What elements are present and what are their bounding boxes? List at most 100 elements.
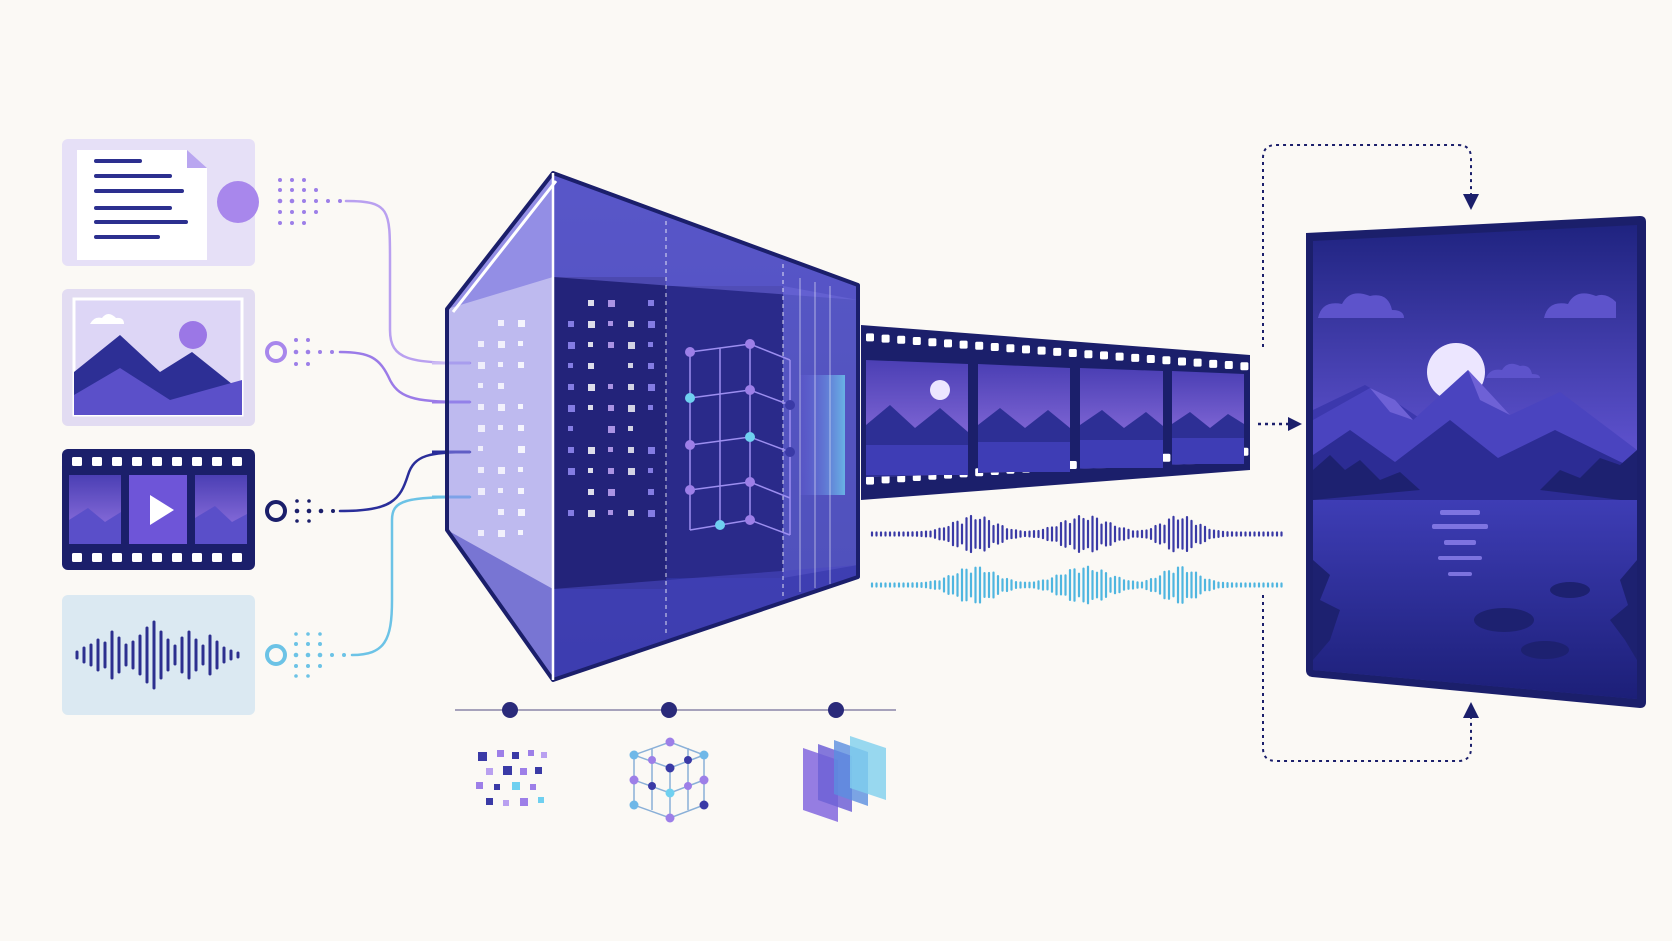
sprocket-hole xyxy=(897,335,906,344)
token-square xyxy=(628,405,635,412)
text-connector xyxy=(344,199,472,365)
text-badge-icon xyxy=(217,181,259,223)
token-square xyxy=(568,426,573,431)
token-square xyxy=(498,320,504,326)
token-square xyxy=(568,321,574,327)
sprocket-hole xyxy=(1240,362,1249,371)
token-square xyxy=(648,468,653,473)
sprocket-hole xyxy=(1053,347,1062,356)
sprocket-hole xyxy=(928,338,937,347)
token-square xyxy=(628,342,635,349)
document-icon xyxy=(77,150,207,260)
token-square xyxy=(628,363,633,368)
token-square xyxy=(648,405,653,410)
stage-1-marker xyxy=(502,702,518,718)
audio-dot-trail xyxy=(265,632,346,678)
sprocket-hole xyxy=(1193,358,1202,367)
token-square xyxy=(608,384,613,389)
moon-reflection xyxy=(1432,510,1488,576)
sprocket-hole xyxy=(1131,353,1140,362)
token-square xyxy=(568,510,574,516)
sprocket-hole xyxy=(959,340,968,349)
sprocket-hole xyxy=(881,475,890,484)
sprocket-hole xyxy=(866,333,874,342)
sprocket-hole xyxy=(1115,352,1124,361)
token-square xyxy=(588,300,594,306)
sprocket-hole xyxy=(1084,350,1093,359)
sprocket-hole xyxy=(1224,361,1233,370)
audio-output-track-1 xyxy=(870,514,1283,554)
token-square xyxy=(498,383,504,389)
token-square xyxy=(478,341,484,347)
token-square xyxy=(518,341,523,346)
sprocket-hole xyxy=(897,474,906,483)
token-square xyxy=(568,363,573,368)
token-square xyxy=(648,510,655,517)
film-frame-2 xyxy=(978,364,1070,473)
cloud-icon xyxy=(1318,293,1616,378)
token-square xyxy=(608,300,615,307)
image-dot-trail xyxy=(265,338,334,366)
token-square xyxy=(518,509,525,516)
token-square xyxy=(498,509,504,515)
token-square xyxy=(628,468,635,475)
generated-image-panel xyxy=(1306,216,1646,708)
token-square xyxy=(568,384,574,390)
token-square xyxy=(478,467,484,473)
token-square xyxy=(648,363,654,369)
token-square xyxy=(648,447,655,454)
arrow-to-output xyxy=(1258,417,1302,431)
token-square xyxy=(478,488,485,495)
sprocket-hole xyxy=(1162,356,1171,365)
token-square xyxy=(588,384,595,391)
token-square xyxy=(518,362,524,368)
token-grid xyxy=(478,300,655,537)
token-square xyxy=(628,426,633,431)
token-square xyxy=(588,405,593,410)
token-square xyxy=(478,404,484,410)
token-square xyxy=(518,404,523,409)
image-input-card xyxy=(62,289,255,426)
output-film-strip xyxy=(861,325,1250,500)
token-square xyxy=(568,447,574,453)
film-frame-1 xyxy=(866,360,968,477)
token-square xyxy=(518,530,523,535)
token-square xyxy=(608,405,614,411)
token-square xyxy=(648,300,654,306)
text-input-card xyxy=(62,139,259,266)
token-square xyxy=(498,341,505,348)
token-square xyxy=(648,384,655,391)
token-square xyxy=(628,447,634,453)
token-square xyxy=(568,468,575,475)
feedback-arrowhead-top xyxy=(1463,194,1479,210)
sprocket-hole xyxy=(975,341,984,350)
sprocket-hole xyxy=(1006,344,1015,353)
sprocket-hole xyxy=(1068,460,1077,469)
token-square xyxy=(498,467,505,474)
feedback-loop-top xyxy=(1262,144,1472,347)
token-square xyxy=(608,468,614,474)
sprocket-hole xyxy=(1146,355,1155,364)
audio-input-card xyxy=(62,595,255,715)
sprocket-hole xyxy=(1037,346,1046,355)
token-square xyxy=(648,342,653,347)
stage-2-marker xyxy=(661,702,677,718)
token-square xyxy=(608,489,615,496)
audio-waveform-icon xyxy=(75,620,240,690)
model-processing-box xyxy=(445,171,860,682)
token-square xyxy=(588,510,595,517)
video-input-card xyxy=(62,449,255,570)
sprocket-hole xyxy=(912,336,921,345)
text-dot-trail xyxy=(277,178,342,225)
film-frame-4 xyxy=(1172,371,1244,465)
token-square xyxy=(628,384,634,390)
token-square xyxy=(628,321,634,327)
token-square xyxy=(608,510,613,515)
sprocket-hole xyxy=(1178,357,1186,366)
sprocket-hole xyxy=(944,339,952,348)
token-square xyxy=(648,489,654,495)
token-square xyxy=(648,321,655,328)
sprocket-hole xyxy=(1209,359,1218,368)
sprocket-hole xyxy=(866,476,874,485)
